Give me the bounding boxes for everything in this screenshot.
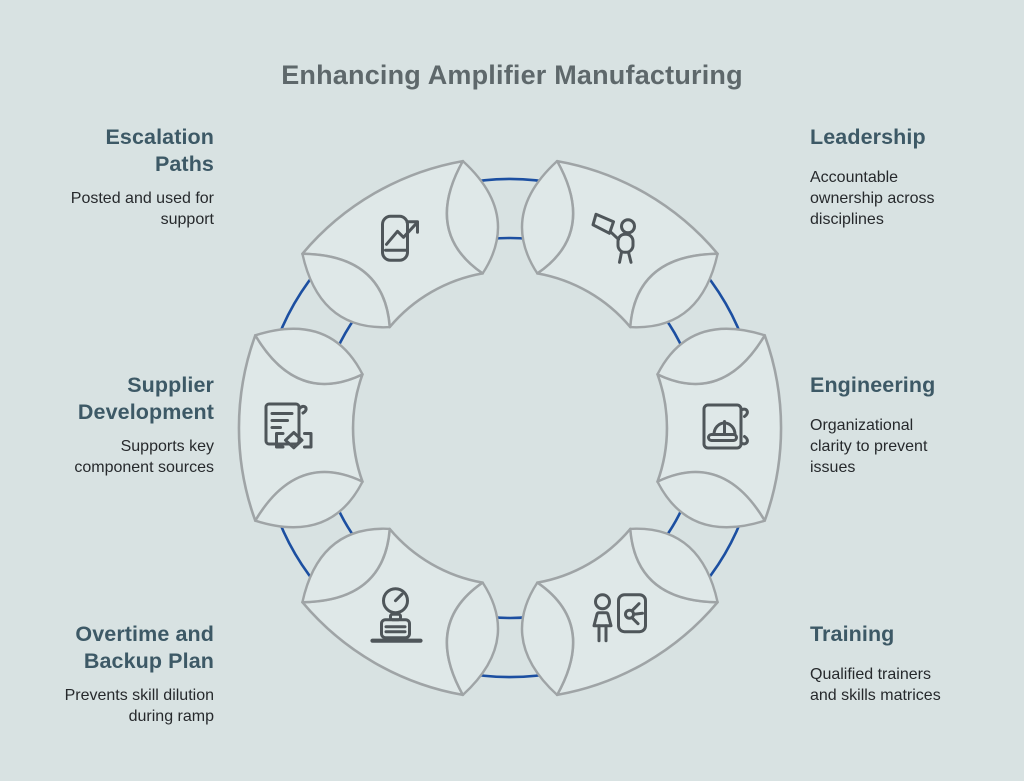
label-escalation-paths: Escalation Paths Posted and used for sup… <box>0 124 214 231</box>
leadership-body: Accountable ownership across disciplines <box>810 168 935 228</box>
training-body: Qualified trainers and skills matrices <box>810 665 941 704</box>
segment-fold <box>656 327 766 386</box>
person-whiteboard-icon <box>592 593 647 643</box>
label-training: Training Qualified trainers and skills m… <box>810 621 1020 706</box>
segment-fold <box>520 581 575 697</box>
segment-fold <box>445 159 500 275</box>
page-title: Enhancing Amplifier Manufacturing <box>281 60 743 90</box>
leadership-heading: Leadership <box>810 125 926 149</box>
segment-fold <box>254 327 364 386</box>
supplier-development-body: Supports key component sources <box>74 438 214 477</box>
label-overtime-backup-plan: Overtime and Backup Plan Prevents skill … <box>0 621 214 728</box>
gauge-briefcase-icon <box>370 587 423 643</box>
segment-fold <box>301 252 391 329</box>
segment-fold <box>629 252 719 329</box>
overtime-backup-plan-heading: Overtime and Backup Plan <box>75 622 214 673</box>
segment-fold <box>520 159 575 275</box>
person-megaphone-icon <box>591 212 636 264</box>
segment-fold <box>301 527 391 604</box>
segment-fold <box>254 470 364 529</box>
blueprint-hardhat-icon <box>702 403 749 450</box>
segment-fold <box>445 581 500 697</box>
segment-fold <box>629 527 719 604</box>
engineering-body: Organizational clarity to prevent issues <box>810 416 928 476</box>
engineering-heading: Engineering <box>810 373 936 397</box>
overtime-backup-plan-body: Prevents skill dilution during ramp <box>64 687 214 726</box>
label-leadership: Leadership Accountable ownership across … <box>810 124 1020 230</box>
escalation-paths-heading: Escalation Paths <box>105 125 214 176</box>
supplier-development-heading: Supplier Development <box>77 373 214 424</box>
escalation-paths-body: Posted and used for support <box>70 190 214 229</box>
contract-handshake-icon <box>264 402 313 450</box>
label-supplier-development: Supplier Development Supports key compon… <box>0 372 214 479</box>
phone-trend-up-icon <box>381 214 419 262</box>
training-heading: Training <box>810 622 895 646</box>
segment-fold <box>656 470 766 529</box>
label-engineering: Engineering Organizational clarity to pr… <box>810 372 1020 478</box>
